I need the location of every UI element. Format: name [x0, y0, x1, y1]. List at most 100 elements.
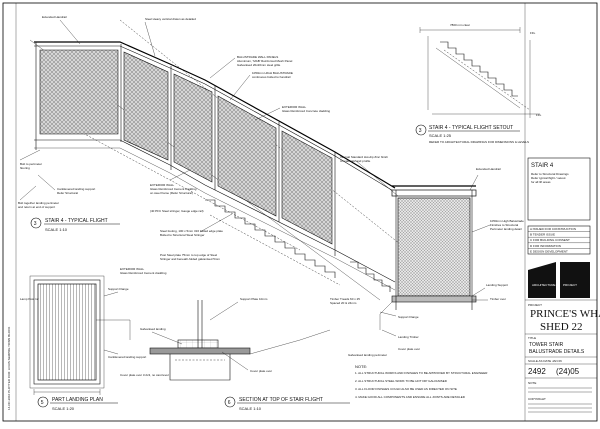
svg-text:Glass Reinforced Cement claddi: Glass Reinforced Cement cladding	[120, 271, 167, 275]
svg-text:Steel Heavy vertical drawn as: Steel Heavy vertical drawn as detailed	[145, 17, 196, 21]
drawing-title-2: BALUSTRADE DETAILS	[529, 349, 585, 355]
svg-text:7800 mm clear: 7800 mm clear	[450, 23, 470, 27]
svg-text:Bolt together landing perimete: Bolt together landing perimeter	[18, 201, 59, 205]
svg-text:Glass Reinforced Concrete clad: Glass Reinforced Concrete cladding	[282, 109, 330, 113]
svg-text:Glass Reinforced Cement claddi: Glass Reinforced Cement cladding	[150, 187, 197, 191]
svg-text:Galvanised landing: Galvanised landing	[140, 327, 166, 331]
flight-annotations: Extended Handrail Steel Heavy vertical d…	[18, 15, 330, 261]
extended-handrail-note: Extended Handrail	[42, 15, 67, 19]
svg-text:Cantilevered landing support: Cantilevered landing support	[57, 187, 95, 191]
landing-timber-decking	[37, 283, 97, 381]
svg-text:TITLE: TITLE	[528, 336, 536, 340]
svg-text:for all lift areas: for all lift areas	[531, 180, 551, 184]
svg-text:Lamp Post 12: Lamp Post 12	[20, 297, 39, 301]
handrail-top	[34, 41, 396, 189]
svg-text:Cover plate over: Cover plate over	[250, 369, 272, 373]
svg-text:2. ALL STRUCTURAL STEEL WORK T: 2. ALL STRUCTURAL STEEL WORK TO BE HOT D…	[355, 379, 448, 383]
shed-name: SHED 22	[540, 321, 582, 333]
setout-scale: SCALE 1:25	[429, 133, 452, 138]
typical-flight-title: STAIR 4 - TYPICAL FLIGHT	[45, 218, 108, 224]
svg-text:Timber Treads 60 x 25: Timber Treads 60 x 25	[330, 297, 360, 301]
legend-heading: STAIR 4	[531, 163, 554, 169]
svg-text:Support Plate 10mm: Support Plate 10mm	[240, 297, 268, 301]
title-section-top: 6 SECTION AT TOP OF STAIR FLIGHT SCALE 1…	[224, 396, 350, 411]
typical-flight-scale: SCALE 1:10	[45, 227, 68, 232]
revision-table: A ISSUED FOR CONSTRUCTION B TENDER ISSUE…	[527, 225, 591, 255]
stair-treads	[205, 199, 336, 278]
svg-text:FFL: FFL	[530, 31, 536, 35]
typical-flight-elevation	[29, 19, 421, 301]
practice-logo: ARCHITECTURE PROJECT	[528, 262, 590, 298]
svg-text:Landing Timber: Landing Timber	[398, 335, 419, 339]
svg-text:E DESIGN DEVELOPMENT: E DESIGN DEVELOPMENT	[530, 249, 568, 253]
section-top-title: SECTION AT TOP OF STAIR FLIGHT	[239, 397, 323, 403]
landing-elevation	[350, 185, 477, 330]
svg-text:on steel frame (Refer Structur: on steel frame (Refer Structural)	[150, 191, 193, 195]
svg-text:Support Flange: Support Flange	[108, 287, 129, 291]
title-landing-plan: 5 PART LANDING PLAN SCALE 1:20	[37, 396, 118, 411]
general-notes: NOTE: 1. ALL STRUCTURAL WORKS AND FINISH…	[355, 364, 488, 399]
svg-text:Spaced 20 & 24mm: Spaced 20 & 24mm	[330, 301, 357, 305]
svg-text:Support Flange: Support Flange	[398, 315, 419, 319]
svg-text:Galvanised landing perimeter: Galvanised landing perimeter	[348, 353, 387, 357]
svg-text:Extended Handrail: Extended Handrail	[476, 167, 501, 171]
svg-text:EXTERIOR WALL: EXTERIOR WALL	[282, 105, 307, 109]
svg-text:Refer to Structural Drawings: Refer to Structural Drawings	[531, 172, 569, 176]
mesh-panel	[173, 73, 213, 183]
svg-text:Refer Structural: Refer Structural	[57, 191, 78, 195]
svg-text:A ISSUED FOR CONSTRUCTION: A ISSUED FOR CONSTRUCTION	[530, 227, 576, 231]
job-number: 2492	[528, 367, 546, 376]
setout-note: REFER TO ARCHITECTURAL DRAWINGS FOR DIME…	[429, 140, 529, 144]
landing-mesh-panel	[397, 197, 471, 297]
svg-text:Timber over: Timber over	[490, 297, 506, 301]
drawing-title-1: TOWER STAIR	[529, 342, 564, 348]
scale-date: SCALE AS DATE JAN 06	[528, 359, 562, 363]
section-top-of-flight: Support Plate 10mm Cover plate over Galv…	[120, 297, 331, 381]
bottom-right-annotations: Timber Treads 60 x 25 Spaced 20 & 24mm S…	[330, 297, 420, 357]
svg-text:PROJECT: PROJECT	[563, 283, 577, 287]
stringer	[34, 139, 396, 283]
svg-text:NOTE: NOTE	[528, 381, 536, 385]
flight-setout: 7800 mm clear FFL FFL	[419, 23, 542, 118]
svg-text:Bolt to perimeter: Bolt to perimeter	[20, 162, 42, 166]
svg-text:1050mm High Balustrade: 1050mm High Balustrade	[490, 219, 524, 223]
balustrade-note: BALUSTRADE WALL PANELS	[237, 55, 278, 59]
svg-text:EXTERIOR WALL: EXTERIOR WALL	[120, 267, 145, 271]
svg-text:6: 6	[228, 400, 231, 406]
landing-plan-title: PART LANDING PLAN	[52, 397, 103, 403]
title-typical-flight: 3 STAIR 4 - TYPICAL FLIGHT SCALE 1:10	[30, 217, 120, 232]
section-slab	[149, 347, 251, 355]
svg-text:Aluminium, 'MAB' Reinforced Me: Aluminium, 'MAB' Reinforced Mesh Panel	[237, 59, 293, 63]
part-landing-plan: Lamp Post 12 Support Flange Cantilevered…	[20, 267, 167, 395]
landing-plan-scale: SCALE 1:20	[52, 406, 75, 411]
svg-text:Perimeter landing detail: Perimeter landing detail	[490, 227, 522, 231]
setout-steps	[440, 41, 518, 97]
drawing-number: (24)05	[556, 367, 580, 376]
svg-text:and return at end of support: and return at end of support	[18, 205, 55, 209]
svg-text:COPYRIGHT: COPYRIGHT	[528, 397, 546, 401]
section-top-scale: SCALE 1:10	[239, 406, 262, 411]
mesh-panel	[123, 51, 169, 161]
svg-text:ARCHITECTURE: ARCHITECTURE	[532, 283, 556, 287]
landing-annotations: Internal Standard Hot-dip Zinc finish to…	[340, 155, 524, 301]
svg-text:Finishes to Structural: Finishes to Structural	[490, 223, 519, 227]
svg-text:EXTERIOR WALL: EXTERIOR WALL	[150, 183, 175, 187]
svg-text:continuous bolted to handrail: continuous bolted to handrail	[252, 75, 291, 79]
svg-text:Cantilevered landing support: Cantilevered landing support	[108, 355, 146, 359]
svg-text:D FOR INFORMATION: D FOR INFORMATION	[530, 244, 561, 248]
svg-text:Stringer and beneath-folded ga: Stringer and beneath-folded galvanised 5…	[160, 257, 220, 261]
svg-text:1. ALL STRUCTURAL WORKS AND FI: 1. ALL STRUCTURAL WORKS AND FINISHES TO …	[355, 371, 488, 375]
project-name: PRINCE'S WHARF	[530, 308, 600, 320]
setout-title: STAIR 4 - TYPICAL FLIGHT SETOUT	[429, 125, 513, 131]
svg-text:Cover plate over 3.2x3, no cas: Cover plate over 3.2x3, no cast level	[120, 373, 169, 377]
svg-text:Cover plate over: Cover plate over	[398, 347, 420, 351]
svg-text:4. MAKE GOOD ALL COMPONENTS AN: 4. MAKE GOOD ALL COMPONENTS AND ENSURE A…	[355, 395, 466, 399]
svg-text:3. ALL FLOOR FINISHES COULD AL: 3. ALL FLOOR FINISHES COULD ALSO BE USED…	[355, 387, 457, 391]
svg-text:Landing Support: Landing Support	[486, 283, 508, 287]
svg-text:PROJECT: PROJECT	[528, 303, 542, 307]
sheet-border	[2, 2, 598, 422]
svg-text:B TENDER ISSUE: B TENDER ISSUE	[530, 233, 555, 237]
door-note: 1050mm HIGH BALUSTRADE	[252, 71, 293, 75]
